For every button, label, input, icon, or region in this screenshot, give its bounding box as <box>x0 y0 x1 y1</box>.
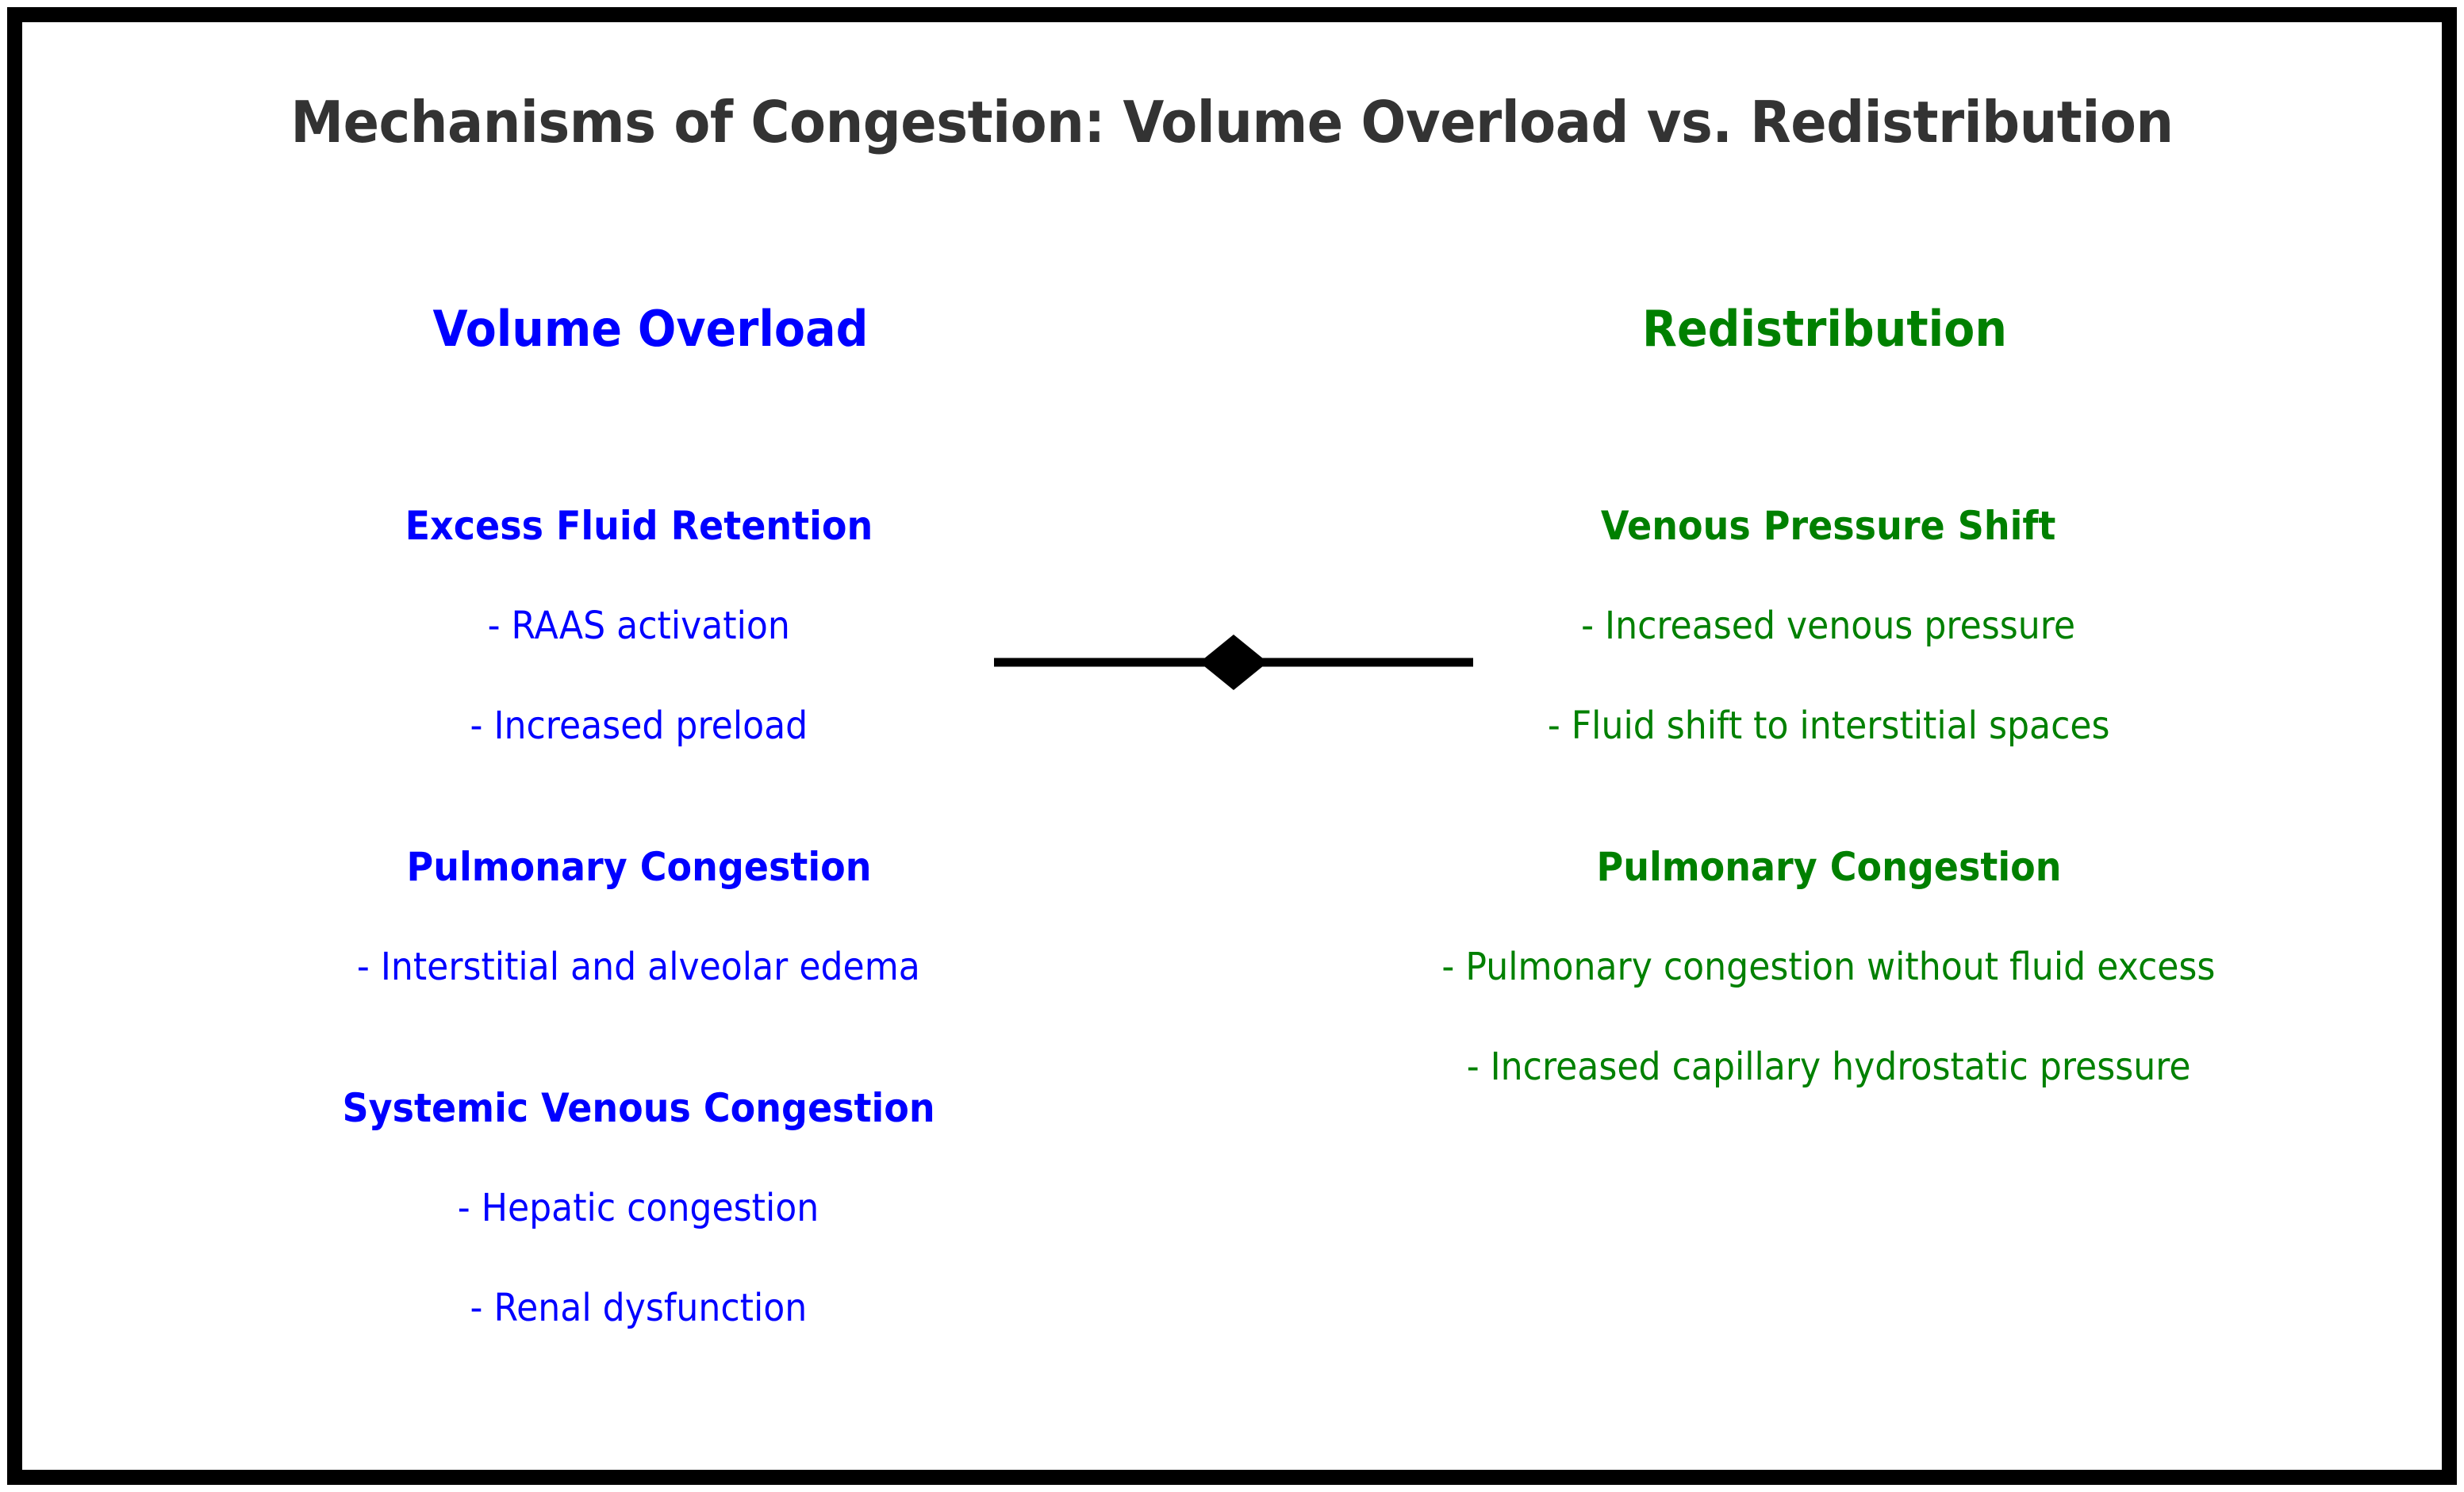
section-pulmonary-congestion-right: Pulmonary Congestion - Pulmonary congest… <box>1253 817 2404 1117</box>
section-title: Venous Pressure Shift <box>1601 503 2056 549</box>
section-excess-fluid-retention: Excess Fluid Retention - RAAS activation… <box>63 476 1214 776</box>
column-header-redistribution: Redistribution <box>1642 300 2007 358</box>
section-venous-pressure-shift: Venous Pressure Shift - Increased venous… <box>1253 476 2404 776</box>
section-title: Pulmonary Congestion <box>406 844 871 890</box>
list-item: - Hepatic congestion <box>458 1186 819 1230</box>
section-spacer <box>1253 776 2404 817</box>
section-title: Systemic Venous Congestion <box>342 1085 935 1131</box>
section-spacer <box>63 1017 1214 1058</box>
section-pulmonary-congestion-left: Pulmonary Congestion - Interstitial and … <box>63 817 1214 1017</box>
column-header-volume-overload: Volume Overload <box>432 300 869 358</box>
list-item: - Increased preload <box>470 704 808 748</box>
section-title: Excess Fluid Retention <box>405 503 873 549</box>
list-item: - Pulmonary congestion without fluid exc… <box>1441 945 2216 989</box>
list-item: - Increased capillary hydrostatic pressu… <box>1466 1045 2191 1089</box>
list-item: - Fluid shift to interstitial spaces <box>1547 704 2110 748</box>
list-item: - Interstitial and alveolar edema <box>357 945 920 989</box>
column-volume-overload: Excess Fluid Retention - RAAS activation… <box>63 476 1214 1358</box>
section-systemic-venous-congestion: Systemic Venous Congestion - Hepatic con… <box>63 1058 1214 1358</box>
page-title: Mechanisms of Congestion: Volume Overloa… <box>290 89 2174 155</box>
column-redistribution: Venous Pressure Shift - Increased venous… <box>1253 476 2404 1117</box>
list-item: - Increased venous pressure <box>1581 604 2076 648</box>
section-title: Pulmonary Congestion <box>1596 844 2061 890</box>
figure-border <box>7 7 2457 1485</box>
list-item: - Renal dysfunction <box>470 1286 808 1330</box>
list-item: - RAAS activation <box>487 604 790 648</box>
section-spacer <box>63 776 1214 817</box>
